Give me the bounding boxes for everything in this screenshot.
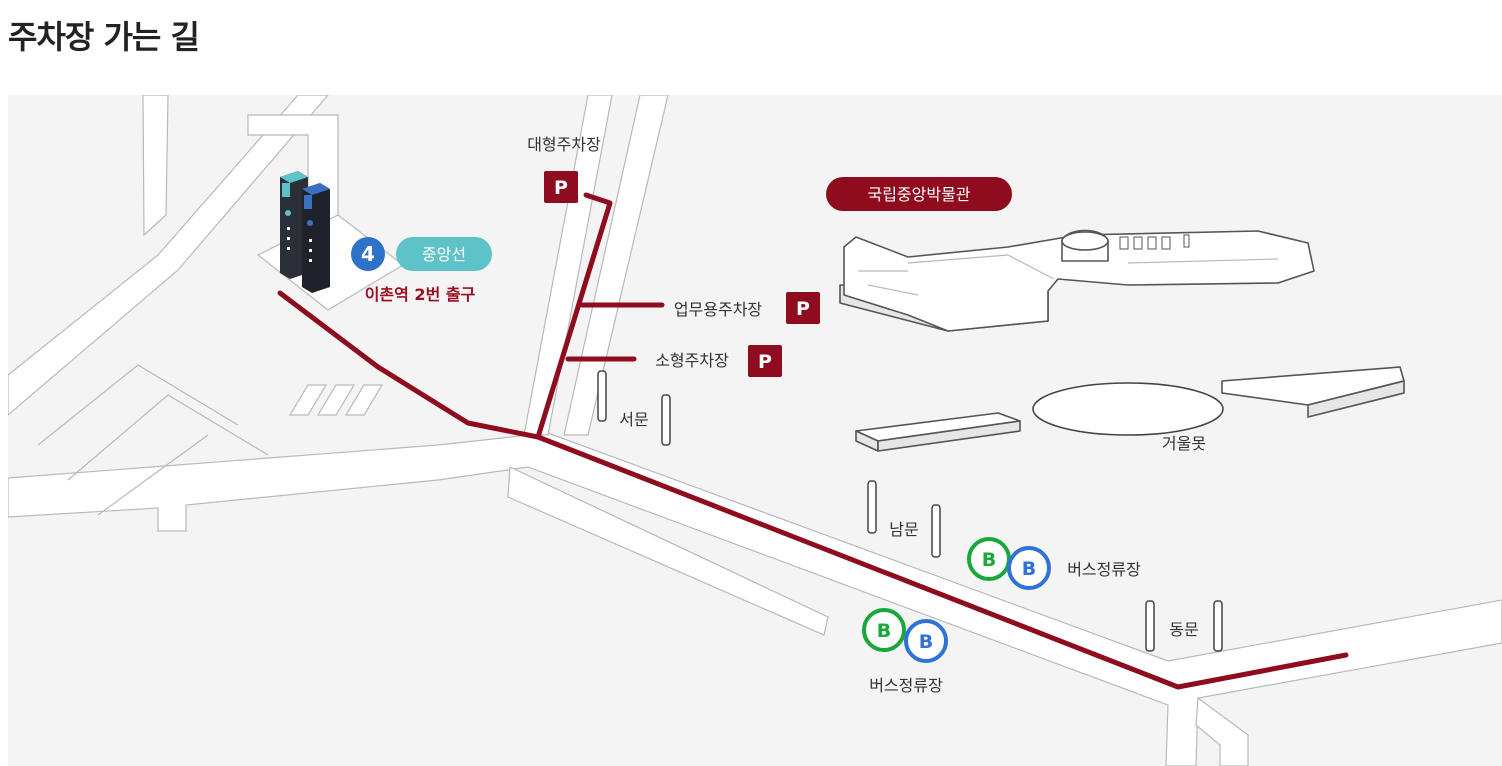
parking-large[interactable]: 대형주차장 P — [527, 135, 601, 203]
museum-name: 국립중앙박물관 — [867, 185, 970, 204]
map-canvas: 국립중앙박물관 거울못 서문 남문 동문 — [8, 95, 1502, 766]
gate-south: 남문 — [867, 480, 941, 558]
svg-text:B: B — [982, 549, 996, 571]
jungang-line-label: 중앙선 — [422, 245, 466, 264]
line-4-number: 4 — [361, 242, 375, 266]
line-4-badge: 4 — [351, 237, 385, 271]
map[interactable]: 국립중앙박물관 거울못 서문 남문 동문 — [8, 95, 1502, 766]
subway-exit-label: 이촌역 2번 출구 — [365, 285, 476, 304]
page-title: 주차장 가는 길 — [8, 18, 200, 56]
museum-building — [839, 229, 1315, 332]
gate-west: 서문 — [597, 370, 671, 446]
svg-text:B: B — [1022, 558, 1036, 580]
bus-stop-left[interactable]: B B 버스정류장 — [862, 608, 948, 695]
parking-icon — [748, 345, 782, 377]
parking-large-label: 대형주차장 — [527, 135, 601, 154]
parking-business[interactable]: 업무용주차장 P — [674, 292, 820, 324]
pond: 거울못 — [1032, 382, 1224, 453]
museum-label[interactable]: 국립중앙박물관 — [826, 177, 1012, 211]
parking-small[interactable]: 소형주차장 P — [655, 345, 782, 377]
svg-text:P: P — [796, 298, 810, 320]
gate-east: 동문 — [1145, 600, 1223, 652]
svg-text:B: B — [919, 631, 933, 653]
bus-stop-icon: B B — [862, 608, 948, 663]
svg-text:B: B — [877, 620, 891, 642]
svg-text:P: P — [758, 351, 772, 373]
bus-stop-left-label: 버스정류장 — [869, 676, 943, 695]
west-gate-label: 서문 — [619, 410, 648, 429]
east-gate-label: 동문 — [1169, 620, 1198, 639]
subway-station-icon — [280, 171, 330, 293]
bus-stop-icon: B B — [967, 537, 1051, 590]
jungang-line-badge: 중앙선 — [396, 237, 492, 271]
parking-icon — [544, 171, 578, 203]
south-gate-label: 남문 — [889, 520, 918, 539]
road-network — [8, 95, 1502, 766]
bus-stop-right[interactable]: B B 버스정류장 — [967, 537, 1141, 590]
auxiliary-buildings — [855, 366, 1405, 452]
pond-label: 거울못 — [1162, 434, 1206, 453]
bus-stop-right-label: 버스정류장 — [1067, 560, 1141, 579]
parking-icon — [786, 292, 820, 324]
parking-business-label: 업무용주차장 — [674, 300, 763, 319]
route-path — [277, 192, 1349, 690]
svg-text:P: P — [554, 177, 568, 199]
parking-small-label: 소형주차장 — [655, 351, 729, 370]
